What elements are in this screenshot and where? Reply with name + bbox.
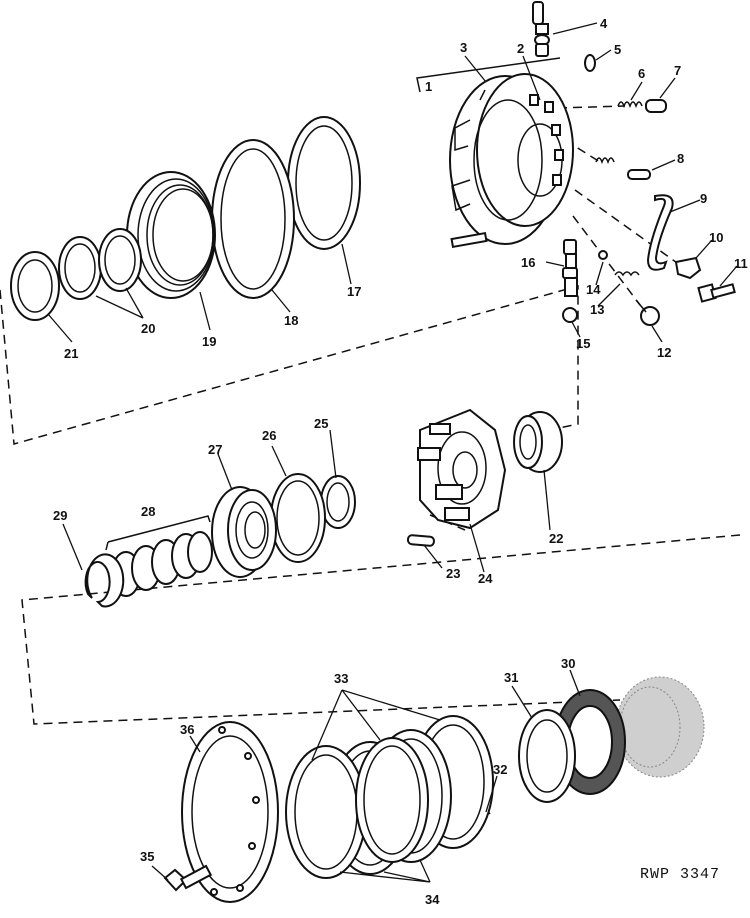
carrier-part-24 [417, 408, 507, 530]
ring-part-21 [10, 251, 60, 321]
clip-part-10 [674, 256, 702, 280]
spring-part-13 [614, 271, 640, 277]
connector-top [0, 285, 579, 445]
callout-26: 26 [262, 428, 276, 443]
callout-31: 31 [504, 670, 518, 685]
bolt-part-11 [697, 283, 736, 303]
callout-25: 25 [314, 416, 328, 431]
callout-6: 6 [638, 66, 645, 81]
callout-3: 3 [460, 40, 467, 55]
callout-1: 1 [425, 79, 432, 94]
plug-part-7 [645, 99, 667, 113]
ring-part-18 [211, 139, 295, 299]
callout-10: 10 [709, 230, 723, 245]
ring-part-26 [270, 473, 326, 563]
washer-part-25 [320, 475, 356, 529]
plate-part-31 [518, 709, 576, 803]
callout-29: 29 [53, 508, 67, 523]
hatched-drum-part [615, 676, 705, 778]
callout-13: 13 [590, 302, 604, 317]
callout-19: 19 [202, 334, 216, 349]
ball-part-14 [598, 250, 608, 260]
tube-part-9 [646, 194, 674, 271]
callout-30: 30 [561, 656, 575, 671]
callout-33: 33 [334, 671, 348, 686]
callout-9: 9 [700, 191, 707, 206]
callout-28: 28 [141, 504, 155, 519]
callout-32: 32 [493, 762, 507, 777]
ring-part-17 [287, 116, 361, 250]
bolt-part-35 [163, 864, 213, 892]
ring-part-19 [126, 171, 216, 299]
pin-part-1 [450, 231, 488, 249]
pin-part-23 [406, 534, 435, 547]
callout-15: 15 [576, 336, 590, 351]
o-ring-part-5 [584, 54, 596, 72]
callout-16: 16 [521, 255, 535, 270]
callout-17: 17 [347, 284, 361, 299]
housing-part-3 [449, 73, 574, 245]
fitting-part-4 [532, 1, 550, 57]
callout-34: 34 [425, 892, 440, 907]
bearing-part-22 [513, 411, 563, 473]
callout-23: 23 [446, 566, 460, 581]
callout-21: 21 [64, 346, 78, 361]
friction-plates-part-34 [285, 737, 429, 879]
bracket-1-3 [416, 57, 561, 93]
callout-labels: 1 2 3 4 5 6 7 8 9 10 11 12 13 14 15 16 1… [53, 16, 748, 907]
leader-lines [47, 22, 738, 883]
plug-part-15 [562, 307, 578, 323]
callout-2: 2 [517, 41, 524, 56]
callout-14: 14 [586, 282, 601, 297]
fitting-part-16 [562, 239, 578, 297]
connector-valve-4 [572, 215, 641, 306]
pin-part-8 [627, 169, 651, 180]
callout-27: 27 [208, 442, 222, 457]
ring-part-20-right [98, 228, 142, 292]
callout-35: 35 [140, 849, 154, 864]
connector-middle [21, 534, 741, 725]
end-plate-part-36 [181, 721, 279, 903]
callout-18: 18 [284, 313, 298, 328]
callout-7: 7 [674, 63, 681, 78]
plug-part-12 [635, 299, 660, 326]
callout-12: 12 [657, 345, 671, 360]
callout-11: 11 [734, 256, 748, 271]
spring-part-2 [595, 157, 615, 165]
callout-5: 5 [614, 42, 621, 57]
piston-part-27 [211, 486, 277, 578]
callout-20: 20 [141, 321, 155, 336]
connector-valve-3 [574, 189, 681, 266]
ring-part-20-left [58, 236, 102, 300]
dashed-connector-lines [0, 105, 741, 725]
callout-36: 36 [180, 722, 194, 737]
figure-reference: RWP 3347 [640, 866, 720, 883]
spring-part-6 [617, 101, 643, 109]
callout-8: 8 [677, 151, 684, 166]
callout-22: 22 [549, 531, 563, 546]
callout-24: 24 [478, 571, 493, 586]
callout-4: 4 [600, 16, 608, 31]
connector-valve-1 [557, 105, 626, 109]
snap-ring-part-29 [84, 553, 125, 608]
